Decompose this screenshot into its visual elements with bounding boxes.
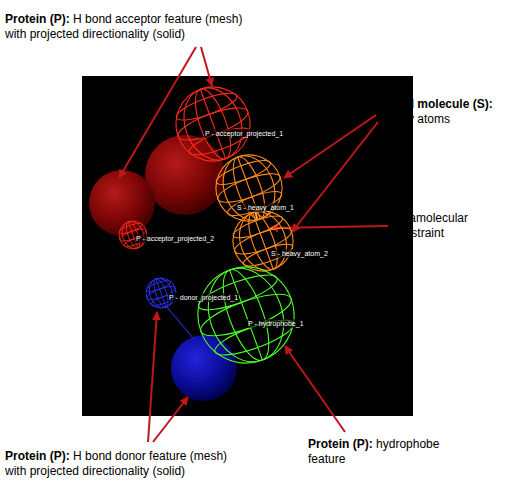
viewer-background	[82, 76, 413, 416]
mesh-line	[232, 205, 295, 277]
leader-arrow	[153, 397, 188, 442]
mesh-line	[174, 80, 251, 169]
annotation: Protein (P):H bond acceptor feature (mes…	[5, 12, 263, 42]
feature-label: P - hydrophobe_1	[247, 319, 305, 328]
annotation: Intramolecular constraint	[392, 211, 507, 241]
leader-arrow	[285, 346, 345, 432]
donor-direction-line	[166, 306, 193, 338]
feature-sphere: P - donor_projected_1	[146, 278, 176, 308]
feature-label: S - heavy_atom_2	[270, 249, 329, 258]
annotation-text: heavy atoms	[382, 112, 514, 127]
feature-label: P - donor_projected_1	[168, 293, 239, 302]
feature-label: S - heavy_atom_1	[236, 203, 295, 212]
annotation-heading: Protein (P):	[5, 449, 70, 463]
mesh-line	[214, 149, 283, 228]
mesh-sphere	[197, 266, 295, 364]
leader-arrow	[270, 226, 388, 228]
feature-sphere: P - acceptor_projected_2	[119, 221, 147, 249]
annotation-heading: Protein (P):	[308, 437, 373, 451]
mesh-line	[214, 264, 278, 366]
mesh-line	[188, 85, 238, 163]
feature-sphere: P - hydrophobe_1	[198, 267, 294, 363]
annotation-heading: Small molecule (S):	[382, 97, 511, 112]
mesh-line	[230, 270, 263, 360]
mesh-outline	[166, 77, 261, 172]
leader-arrow	[201, 47, 212, 86]
leader-arrow	[292, 122, 378, 232]
annotation: Small molecule (S):heavy atoms	[382, 97, 514, 127]
annotation: Protein (P):H bond donor feature (mesh) …	[5, 449, 250, 479]
mesh-line	[156, 279, 166, 307]
donor-projection-sphere	[171, 335, 237, 401]
leader-arrow	[148, 312, 157, 442]
mesh-line	[243, 209, 283, 273]
mesh-sphere	[175, 86, 251, 162]
mesh-line	[196, 258, 296, 373]
mesh-outline	[184, 253, 307, 376]
mesh-line	[195, 268, 281, 316]
acceptor-projection-sphere	[145, 135, 225, 215]
feature-label: P - acceptor_projected_2	[135, 234, 215, 243]
annotation-text: Intramolecular constraint	[392, 211, 468, 240]
mesh-sphere	[232, 210, 294, 272]
feature-sphere: P - acceptor_projected_1	[176, 87, 250, 161]
annotation: Protein (P):hydrophobe feature	[308, 437, 458, 467]
feature-sphere: S - heavy_atom_1	[216, 155, 282, 221]
feature-label: P - acceptor_projected_1	[204, 129, 284, 138]
mesh-line	[253, 213, 274, 269]
feature-sphere: S - heavy_atom_2	[233, 211, 293, 271]
mesh-line	[200, 89, 225, 159]
annotation-heading: Protein (P):	[5, 12, 70, 26]
leader-arrow	[284, 115, 376, 178]
